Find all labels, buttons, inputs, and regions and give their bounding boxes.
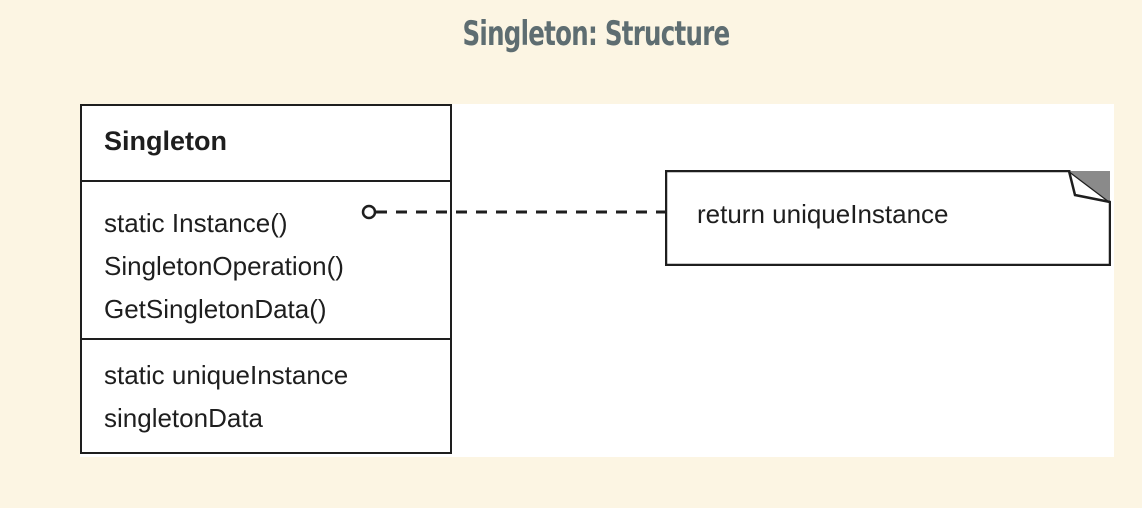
- class-attributes-section: static uniqueInstance singletonData: [82, 340, 450, 440]
- class-operations-section: static Instance() SingletonOperation() G…: [82, 182, 450, 340]
- note-connector: [361, 204, 665, 220]
- implementation-note: return uniqueInstance: [665, 170, 1111, 266]
- class-name: Singleton: [104, 126, 227, 156]
- class-name-section: Singleton: [82, 106, 450, 182]
- attribute-unique-instance: static uniqueInstance: [104, 360, 349, 390]
- operation-instance: static Instance(): [104, 208, 288, 238]
- note-shape: [665, 170, 1111, 266]
- slide-title: Singleton: Structure: [462, 14, 731, 54]
- attribute-singleton-data: singletonData: [104, 403, 263, 433]
- uml-figure: Singleton static Instance() SingletonOpe…: [80, 104, 1114, 457]
- note-text: return uniqueInstance: [697, 199, 949, 229]
- operation-singleton-operation: SingletonOperation(): [104, 251, 344, 281]
- singleton-class-box: Singleton static Instance() SingletonOpe…: [80, 104, 452, 454]
- operation-get-singleton-data: GetSingletonData(): [104, 294, 327, 324]
- note-anchor-circle: [361, 204, 377, 220]
